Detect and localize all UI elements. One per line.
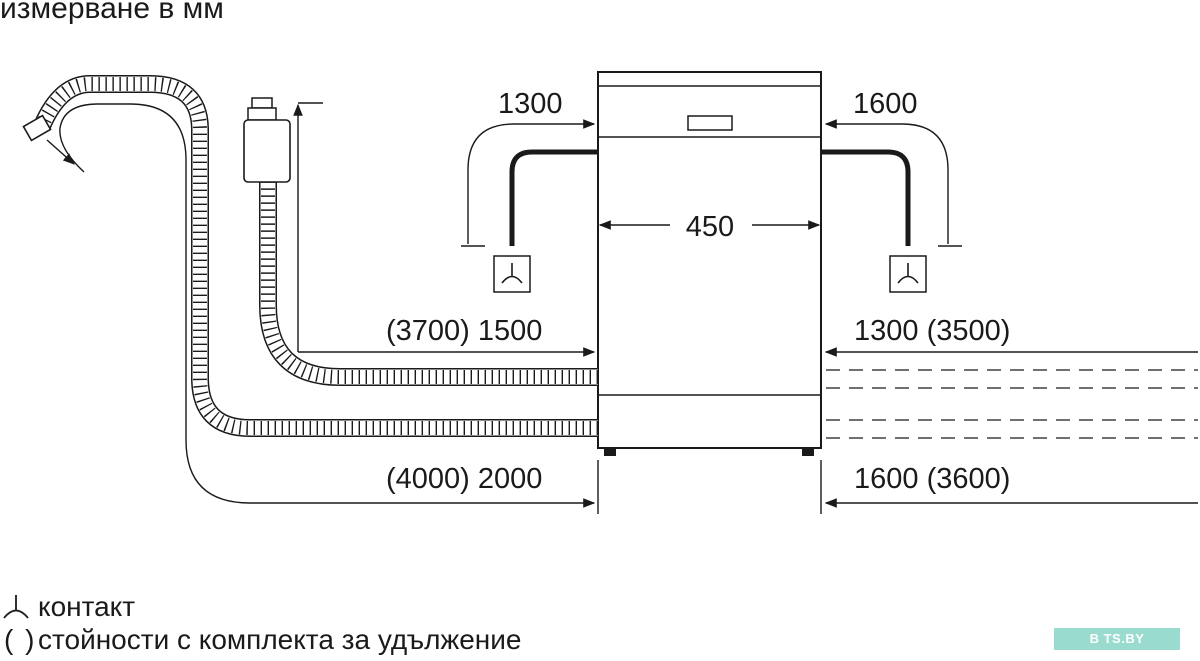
dishwasher-foot-right <box>802 448 814 456</box>
legend-socket: контакт <box>4 591 135 623</box>
right-cable-length-label: 1600 <box>853 88 918 120</box>
width-label: 450 <box>686 211 734 243</box>
left-cable-length-label: 1300 <box>498 88 563 120</box>
hose-connector <box>22 114 52 142</box>
right-lower-dim-label: 1600 (3600) <box>854 463 1010 495</box>
socket-icon <box>3 595 29 619</box>
left-cable-length-arrow <box>461 119 596 247</box>
right-upper-dim-label: 1300 (3500) <box>854 315 1010 347</box>
right-dimension-lines <box>820 347 1198 514</box>
left-dimension-lines <box>46 102 599 514</box>
left-lower-dim-label: (4000) 2000 <box>386 463 542 495</box>
legend-socket-label: контакт <box>38 591 136 622</box>
socket-left <box>493 255 531 293</box>
watermark-logo: B TS.BY <box>1054 628 1180 650</box>
right-cable-length-arrow <box>824 119 962 247</box>
power-cables <box>509 149 911 246</box>
measurement-unit-title: измерване в мм <box>0 0 224 25</box>
aquastop-valve <box>243 97 291 183</box>
legend-extension-label: стойности с комплекта за удължение <box>38 624 522 655</box>
legend-paren-symbol: ( ) <box>4 624 37 655</box>
socket-right <box>889 255 927 293</box>
left-upper-dim-label: (3700) 1500 <box>386 315 542 347</box>
drain-hose <box>259 180 598 386</box>
water-pipe-dashes <box>826 369 1198 439</box>
dishwasher-foot-left <box>604 448 616 456</box>
dishwasher-handle <box>687 115 733 131</box>
legend-extension: ( )стойности с комплекта за удължение <box>4 624 521 656</box>
water-inlet-hose <box>22 75 598 437</box>
dishwasher <box>597 71 822 456</box>
